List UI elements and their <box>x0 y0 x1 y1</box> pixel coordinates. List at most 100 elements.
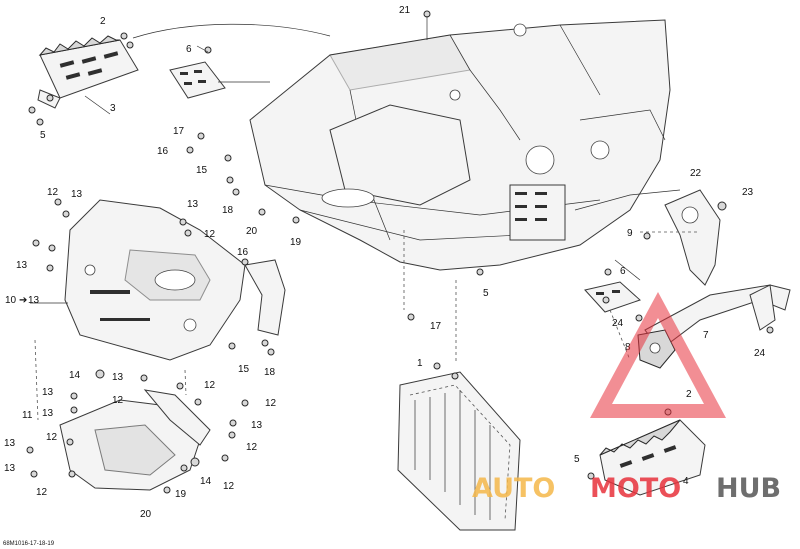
bolt <box>229 419 237 427</box>
bolt <box>32 239 40 247</box>
bolt <box>604 268 612 276</box>
watermark: AUTO MOTO HUB <box>472 292 781 504</box>
bolt <box>241 258 249 266</box>
callout-17: 17 <box>430 321 442 332</box>
bolt <box>194 398 202 406</box>
callout-11: 11 <box>22 410 33 421</box>
callout-12: 12 <box>265 398 277 409</box>
step-plate-rear <box>599 419 706 496</box>
nut <box>95 369 105 379</box>
bolt <box>30 470 38 478</box>
bolt <box>228 342 236 350</box>
bolt <box>241 399 249 407</box>
callout-13: 13 <box>16 260 28 271</box>
bolt <box>232 188 240 196</box>
callout-9: 9 <box>627 228 633 239</box>
callout-5: 5 <box>40 130 46 141</box>
callout-13: 13 <box>28 295 40 306</box>
callout-13: 13 <box>4 438 16 449</box>
callout-12: 12 <box>223 481 235 492</box>
nut <box>717 201 727 211</box>
callout-4: 4 <box>683 476 689 487</box>
bolt <box>28 106 36 114</box>
watermark-triangle <box>590 292 726 418</box>
callout-22: 22 <box>690 168 702 179</box>
bolt <box>184 229 192 237</box>
bolt <box>186 146 194 154</box>
callout-14: 14 <box>200 476 212 487</box>
callout-3: 3 <box>110 103 116 114</box>
callout-6: 6 <box>620 266 626 277</box>
callout-12: 12 <box>204 229 216 240</box>
bolt <box>258 208 266 216</box>
bolt <box>68 470 76 478</box>
leader-lines <box>30 16 700 421</box>
frame-vent-slots <box>515 192 547 221</box>
radiator <box>397 371 521 531</box>
callout-14: 14 <box>69 370 81 381</box>
callout-6: 6 <box>186 44 192 55</box>
side-panel-left <box>64 199 246 361</box>
callout-19: 19 <box>290 237 302 248</box>
footrest-grip-top <box>169 61 226 99</box>
bolt <box>476 268 484 276</box>
bolt <box>176 382 184 390</box>
bolt <box>766 326 774 334</box>
bolt <box>451 372 459 380</box>
bolt <box>407 313 415 321</box>
bolt <box>228 431 236 439</box>
callout-5: 5 <box>574 454 580 465</box>
bolt <box>433 362 441 370</box>
callout-2: 2 <box>686 389 692 400</box>
callout-5: 5 <box>483 288 489 299</box>
callout-12: 12 <box>112 395 124 406</box>
callout-16: 16 <box>237 247 249 258</box>
bolt <box>70 392 78 400</box>
bolt <box>126 41 134 49</box>
bolt <box>179 218 187 226</box>
watermark-moto: MOTO <box>590 473 681 504</box>
bolt <box>602 296 610 304</box>
bracket-right <box>244 259 286 336</box>
callout-13: 13 <box>251 420 263 431</box>
callout-20: 20 <box>140 509 152 520</box>
callout-16: 16 <box>157 146 169 157</box>
callout-8: 8 <box>625 342 631 353</box>
watermark-auto: AUTO <box>472 473 555 504</box>
bolt <box>643 232 651 240</box>
bolt <box>26 446 34 454</box>
bolt <box>36 118 44 126</box>
bolt <box>292 216 300 224</box>
drawing-reference: 68M1016-17-18-19 <box>3 541 55 547</box>
chassis-frame <box>249 19 681 271</box>
bolt <box>163 486 171 494</box>
callout-1: 1 <box>417 358 423 369</box>
callout-13: 13 <box>71 189 83 200</box>
callout-13: 13 <box>42 387 54 398</box>
bolt <box>261 339 269 347</box>
callout-15: 15 <box>238 364 250 375</box>
bolt <box>66 438 74 446</box>
bolt <box>204 46 212 54</box>
callout-labels: 21 2 3 5 6 17 16 15 18 13 12 12 13 13 10… <box>4 5 766 520</box>
bolt <box>62 210 70 218</box>
callout-15: 15 <box>196 165 208 176</box>
callout-19: 19 <box>175 489 187 500</box>
watermark-hub: HUB <box>716 473 781 504</box>
skid-guard <box>59 389 211 491</box>
callout-20: 20 <box>246 226 258 237</box>
fasteners <box>26 10 774 494</box>
bolt <box>267 348 275 356</box>
bracket-upper-right <box>664 189 721 286</box>
shock-mount <box>637 329 676 369</box>
footrest-grip-right <box>584 281 641 313</box>
callout-10-arrow: ➔ <box>19 295 27 306</box>
bolt <box>46 94 54 102</box>
callout-12: 12 <box>36 487 48 498</box>
step-plate-front <box>37 35 139 109</box>
callout-12: 12 <box>246 442 258 453</box>
callout-21: 21 <box>399 5 411 16</box>
callout-18: 18 <box>222 205 234 216</box>
bolt <box>48 244 56 252</box>
